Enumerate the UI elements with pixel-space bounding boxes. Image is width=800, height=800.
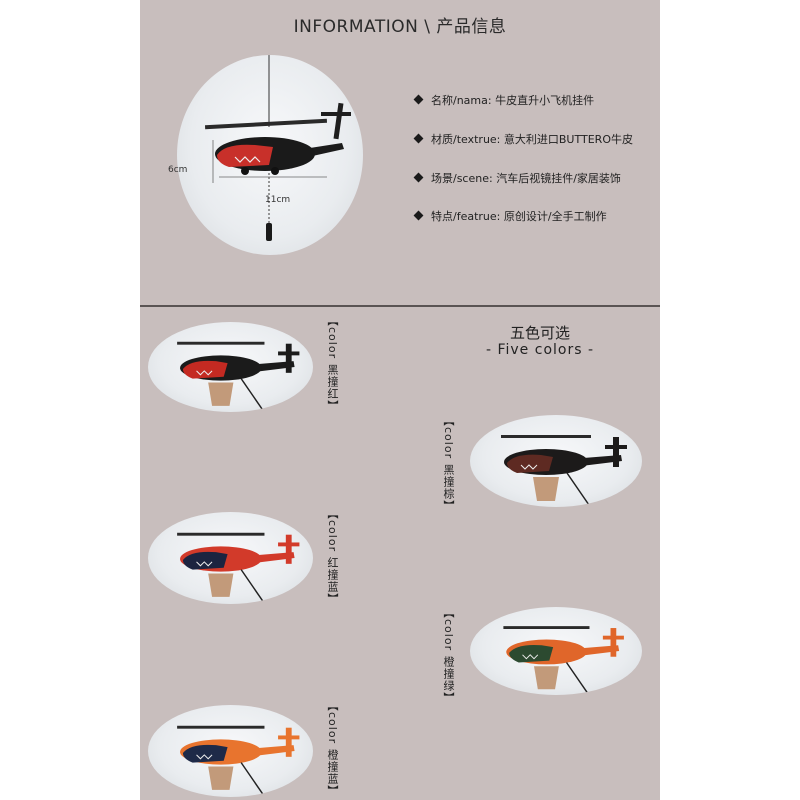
helicopter-image: [204, 55, 351, 241]
diamond-bullet-icon: [413, 172, 424, 183]
product-info-panel: INFORMATION \ 产品信息 6cm 11cm: [140, 0, 660, 800]
spec-item-scene: 场景/scene: 汽车后视镜挂件/家居装饰: [413, 170, 621, 186]
dimension-height: 6cm: [168, 165, 188, 175]
helicopter-image: [177, 725, 300, 795]
helicopter-image: [501, 435, 627, 506]
spec-label: 名称/nama:: [431, 94, 492, 107]
helicopter-image: [177, 532, 300, 602]
variant-label-0: 【color 黑撞红】: [326, 315, 339, 412]
spec-value: 汽车后视镜挂件/家居装饰: [496, 172, 621, 185]
helicopter-image: [503, 626, 624, 694]
info-header: INFORMATION \ 产品信息: [293, 17, 507, 37]
variant-label-2: 【color 红撞蓝】: [326, 508, 339, 605]
variant-label-1: 【color 黑撞棕】: [442, 415, 455, 512]
diamond-bullet-icon: [413, 133, 424, 144]
spec-value: 意大利进口BUTTERO牛皮: [503, 133, 633, 146]
variant-image-1: [470, 415, 642, 507]
variant-image-4: [148, 705, 313, 797]
variant-image-0: [148, 322, 313, 412]
dimension-width: 11cm: [265, 195, 291, 205]
section-divider: [140, 305, 660, 307]
variant-image-2: [148, 512, 313, 604]
spec-item-material: 材质/textrue: 意大利进口BUTTERO牛皮: [413, 131, 633, 147]
colors-title: 五色可选: [509, 324, 570, 342]
variant-image-3: [470, 607, 642, 695]
spec-item-name: 名称/nama: 牛皮直升小飞机挂件: [413, 92, 595, 108]
variant-label-4: 【color 橙撞蓝】: [326, 700, 339, 797]
helicopter-image: [177, 341, 300, 411]
spec-label: 场景/scene:: [431, 172, 493, 185]
diamond-bullet-icon: [413, 94, 424, 105]
spec-label: 特点/featrue:: [431, 210, 501, 223]
spec-value: 牛皮直升小飞机挂件: [495, 94, 595, 107]
spec-value: 原创设计/全手工制作: [503, 210, 607, 223]
spec-label: 材质/textrue:: [431, 133, 501, 146]
colors-subtitle: - Five colors -: [485, 342, 595, 358]
spec-item-feature: 特点/featrue: 原创设计/全手工制作: [413, 208, 607, 224]
diamond-bullet-icon: [413, 210, 424, 221]
hero-product-image: [177, 55, 363, 255]
variant-label-3: 【color 橙撞绿】: [442, 607, 455, 704]
